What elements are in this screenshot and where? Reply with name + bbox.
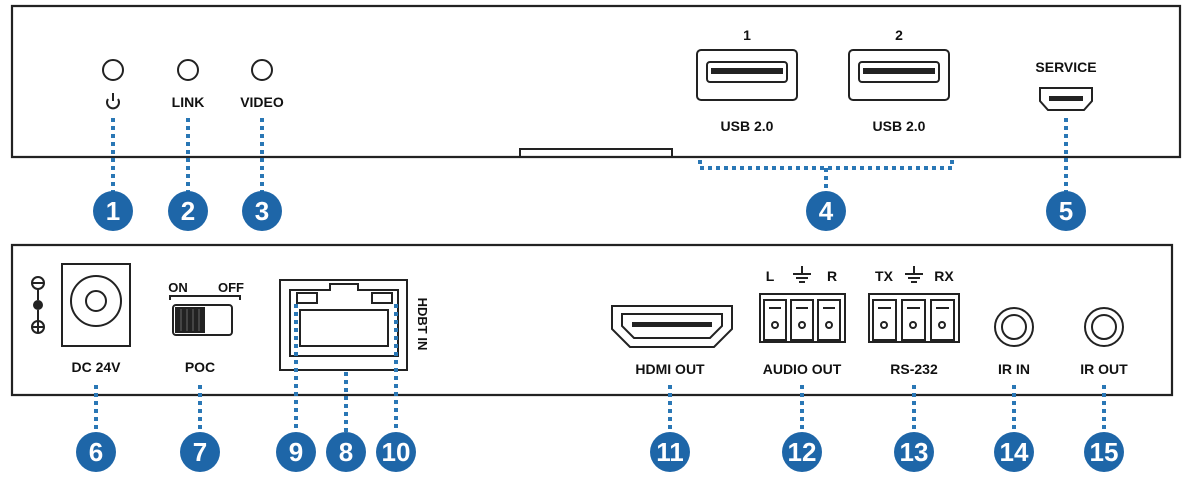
- hdmi-label: HDMI OUT: [635, 361, 705, 377]
- audio-left-label: L: [766, 268, 775, 284]
- hdbt-led-right: [371, 292, 393, 304]
- callout-1: 1: [93, 191, 133, 231]
- dc-label: DC 24V: [71, 359, 121, 375]
- poc-on-label: ON: [168, 280, 188, 295]
- rs232-terminal: [868, 293, 960, 343]
- svg-text:2: 2: [181, 196, 195, 226]
- svg-text:12: 12: [788, 437, 817, 467]
- callout-14: 14: [994, 432, 1034, 472]
- polarity-icon: [31, 276, 45, 334]
- svg-text:11: 11: [656, 437, 684, 467]
- callout-badges: 1 2 3 4 5 6 7 8 9 10 11 12 13 14 15: [76, 191, 1124, 472]
- front-panel: LINK VIDEO 1 USB 2.0 2 USB 2.0 SERVICE: [10, 4, 1182, 159]
- svg-text:10: 10: [382, 437, 411, 467]
- callout-12: 12: [782, 432, 822, 472]
- poc-switch[interactable]: [172, 304, 233, 336]
- svg-text:4: 4: [819, 196, 834, 226]
- hdbt-label: HDBT IN: [415, 298, 430, 351]
- rs232-rx-label: RX: [934, 268, 954, 284]
- usb-1-number: 1: [743, 27, 751, 43]
- svg-text:13: 13: [900, 437, 929, 467]
- callout-6: 6: [76, 432, 116, 472]
- callout-3: 3: [242, 191, 282, 231]
- ir-in-jack: [994, 307, 1034, 347]
- usb-2-label: USB 2.0: [873, 118, 926, 134]
- callout-4: 4: [806, 191, 846, 231]
- leader-lines: [94, 118, 1106, 432]
- callout-8: 8: [326, 432, 366, 472]
- callout-9: 9: [276, 432, 316, 472]
- usb-port-2: [848, 49, 950, 101]
- svg-text:3: 3: [255, 196, 269, 226]
- svg-text:14: 14: [1000, 437, 1029, 467]
- ir-in-label: IR IN: [998, 361, 1030, 377]
- usb-2-number: 2: [895, 27, 903, 43]
- ground-icon: [905, 266, 923, 283]
- callout-10: 10: [376, 432, 416, 472]
- ir-out-jack: [1084, 307, 1124, 347]
- poc-label: POC: [185, 359, 215, 375]
- audio-terminal: [759, 293, 846, 343]
- usb-1-label: USB 2.0: [721, 118, 774, 134]
- video-led: [251, 59, 273, 81]
- callout-13: 13: [894, 432, 934, 472]
- link-led: [177, 59, 199, 81]
- front-panel-tab: [519, 148, 673, 158]
- svg-text:1: 1: [106, 196, 120, 226]
- svg-text:7: 7: [193, 437, 207, 467]
- svg-text:8: 8: [339, 437, 353, 467]
- video-label: VIDEO: [240, 94, 284, 110]
- callout-2: 2: [168, 191, 208, 231]
- service-label: SERVICE: [1035, 59, 1096, 75]
- power-led: [102, 59, 124, 81]
- svg-text:9: 9: [289, 437, 303, 467]
- svg-text:5: 5: [1059, 196, 1073, 226]
- power-icon: [106, 93, 120, 110]
- usb-port-1: [696, 49, 798, 101]
- hdbt-port: [279, 279, 408, 371]
- svg-text:15: 15: [1090, 437, 1119, 467]
- hdmi-port: [611, 305, 733, 348]
- audio-right-label: R: [827, 268, 837, 284]
- ir-out-label: IR OUT: [1080, 361, 1128, 377]
- svg-text:6: 6: [89, 437, 103, 467]
- callout-5: 5: [1046, 191, 1086, 231]
- rs232-label: RS-232: [890, 361, 938, 377]
- audio-label: AUDIO OUT: [763, 361, 842, 377]
- rs232-tx-label: TX: [875, 268, 894, 284]
- poc-off-label: OFF: [218, 280, 244, 295]
- rear-panel: DC 24V ON OFF POC HDBT IN HDM: [10, 243, 1174, 397]
- link-label: LINK: [172, 94, 205, 110]
- service-port: [1039, 87, 1093, 111]
- callout-11: 11: [650, 432, 690, 472]
- callout-7: 7: [180, 432, 220, 472]
- callout-15: 15: [1084, 432, 1124, 472]
- ground-icon: [793, 266, 811, 283]
- dc-jack: [61, 263, 131, 347]
- hdbt-led-left: [296, 292, 318, 304]
